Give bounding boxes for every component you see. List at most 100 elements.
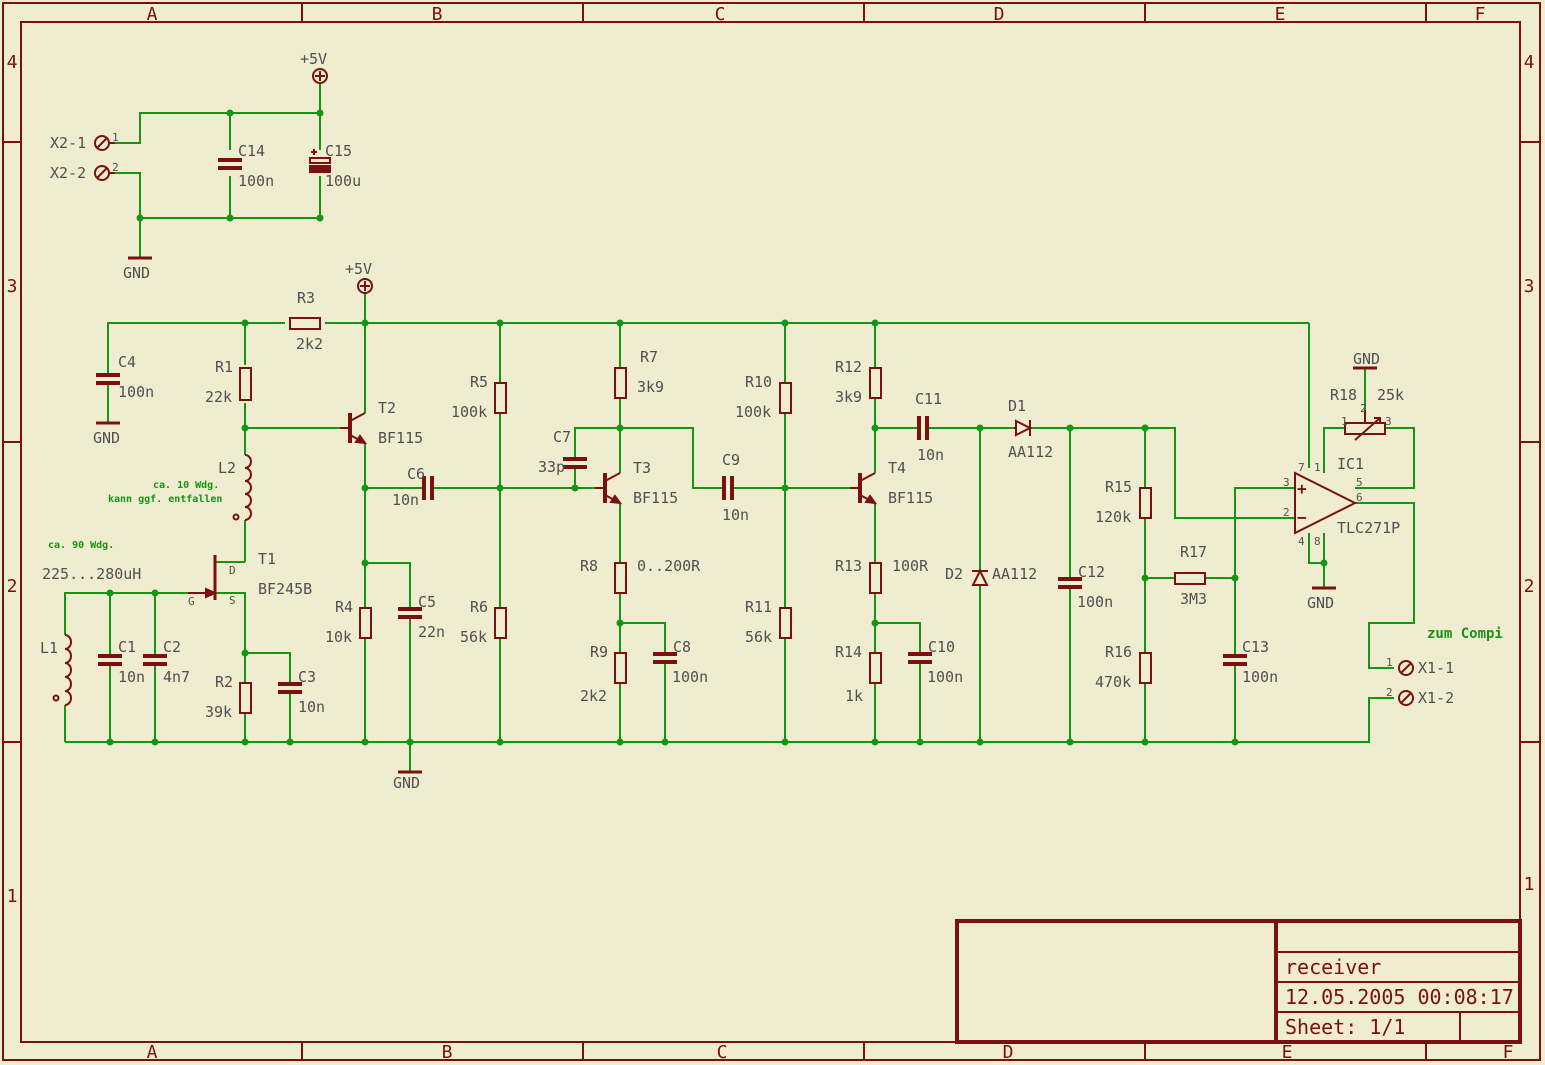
resistor-r4-symbol xyxy=(359,607,372,639)
c4-value: 100n xyxy=(118,383,154,401)
ic1-value: TLC271P xyxy=(1337,519,1400,537)
col-label-d-top: D xyxy=(994,4,1005,25)
r7-name: R7 xyxy=(640,348,658,366)
c7-value: 33p xyxy=(538,458,565,476)
c15-name: C15 xyxy=(325,142,352,160)
col-label-f-top: F xyxy=(1475,4,1486,25)
row-label-2-right: 2 xyxy=(1524,576,1535,597)
r9-value: 2k2 xyxy=(580,687,607,705)
resistor-r14-symbol xyxy=(869,652,882,684)
t4-name: T4 xyxy=(888,459,906,477)
col-label-c-top: C xyxy=(715,4,726,25)
t2-name: T2 xyxy=(378,399,396,417)
t1-pin-g: G xyxy=(188,595,195,608)
row-label-4-left: 4 xyxy=(7,52,18,73)
r18-pin-1: 1 xyxy=(1341,415,1348,428)
r6-value: 56k xyxy=(460,628,487,646)
diode-d2-symbol xyxy=(971,568,989,586)
connector-x2-2-symbol xyxy=(94,165,115,181)
net-label-gnd-r18: GND xyxy=(1353,350,1380,368)
r1-name: R1 xyxy=(215,358,233,376)
ic1-pin-7: 7 xyxy=(1298,461,1305,474)
jfet-t1-symbol xyxy=(188,555,218,600)
r2-name: R2 xyxy=(215,673,233,691)
c10-name: C10 xyxy=(928,638,955,656)
opamp-minus-sign: − xyxy=(1297,508,1307,527)
c6-name: C6 xyxy=(407,465,425,483)
c11-name: C11 xyxy=(915,390,942,408)
junctions xyxy=(106,109,1328,746)
r17-value: 3M3 xyxy=(1180,590,1207,608)
r10-value: 100k xyxy=(735,403,771,421)
x1-1-pin: 1 xyxy=(1386,656,1393,669)
col-label-e-top: E xyxy=(1275,4,1286,25)
r16-name: R16 xyxy=(1105,643,1132,661)
resistor-r12-symbol xyxy=(869,367,882,399)
col-label-e-bottom: E xyxy=(1282,1042,1293,1063)
net-label-5v-top: +5V xyxy=(300,50,327,68)
resistor-r6-symbol xyxy=(494,607,507,639)
resistor-r11-symbol xyxy=(779,607,792,639)
capacitor-c8-symbol xyxy=(653,652,677,664)
c9-value: 10n xyxy=(722,506,749,524)
r7-value: 3k9 xyxy=(637,378,664,396)
supply-5v-top-symbol xyxy=(312,68,328,84)
c12-name: C12 xyxy=(1078,563,1105,581)
capacitor-c5-symbol xyxy=(398,607,422,619)
ic1-pin-1: 1 xyxy=(1314,461,1321,474)
c10-value: 100n xyxy=(927,668,963,686)
t3-value: BF115 xyxy=(633,489,678,507)
t1-value: BF245B xyxy=(258,580,312,598)
resistor-r7-symbol xyxy=(614,367,627,399)
net-label-gnd-c4: GND xyxy=(93,429,120,447)
capacitor-c13-symbol xyxy=(1223,654,1247,666)
t2-value: BF115 xyxy=(378,429,423,447)
c12-value: 100n xyxy=(1077,593,1113,611)
net-label-gnd-supply: GND xyxy=(123,264,150,282)
d2-value: AA112 xyxy=(992,565,1037,583)
r6-name: R6 xyxy=(470,598,488,616)
ic1-pin-8: 8 xyxy=(1314,535,1321,548)
drawing-date: 12.05.2005 00:08:17 xyxy=(1285,985,1514,1009)
c8-value: 100n xyxy=(672,668,708,686)
r18-value: 25k xyxy=(1377,386,1404,404)
connector-x2-1-symbol xyxy=(94,135,115,151)
r14-value: 1k xyxy=(845,687,863,705)
resistor-r10-symbol xyxy=(779,382,792,414)
row-label-3-right: 3 xyxy=(1524,276,1535,297)
capacitor-c1-symbol xyxy=(98,654,122,666)
ic1-pin-5: 5 xyxy=(1356,476,1363,489)
t1-pin-s: S xyxy=(229,594,236,607)
r11-name: R11 xyxy=(745,598,772,616)
r15-name: R15 xyxy=(1105,478,1132,496)
opamp-signs: + − xyxy=(1297,479,1307,527)
supply-5v-main-symbol xyxy=(357,278,373,294)
resistor-r16-symbol xyxy=(1139,652,1152,684)
d1-value: AA112 xyxy=(1008,443,1053,461)
connector-x2-2-label: X2-2 xyxy=(50,164,86,182)
c5-value: 22n xyxy=(418,623,445,641)
resistor-r8-symbol xyxy=(614,562,627,594)
title-block xyxy=(955,919,1522,1044)
col-label-d-bottom: D xyxy=(1003,1042,1014,1063)
c11-value: 10n xyxy=(917,446,944,464)
c1-value: 10n xyxy=(118,668,145,686)
notes: ca. 10 Wdg. kann ggf. entfallen ca. 90 W… xyxy=(48,480,1503,642)
row-label-1-right: 1 xyxy=(1524,874,1535,895)
resistor-r2-symbol xyxy=(239,682,252,714)
row-label-3-left: 3 xyxy=(7,276,18,297)
x2-1-pin: 1 xyxy=(112,131,119,144)
l1-name: L1 xyxy=(40,639,58,657)
sheet-number: Sheet: 1/1 xyxy=(1285,1015,1405,1039)
c13-name: C13 xyxy=(1242,638,1269,656)
component-labels: +5V +5V GND GND GND GND GND X2-1 X2-2 X1… xyxy=(40,50,1454,792)
t3-name: T3 xyxy=(633,459,651,477)
net-label-gnd-ic1: GND xyxy=(1307,594,1334,612)
c14-value: 100n xyxy=(238,172,274,190)
c2-name: C2 xyxy=(163,638,181,656)
c3-name: C3 xyxy=(298,668,316,686)
x2-2-pin: 2 xyxy=(112,161,119,174)
c14-name: C14 xyxy=(238,142,265,160)
c6-value: 10n xyxy=(392,491,419,509)
r11-value: 56k xyxy=(745,628,772,646)
